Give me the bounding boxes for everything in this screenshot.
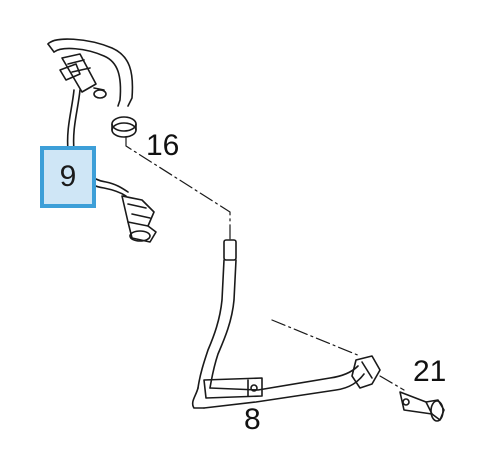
callout-9-label: 9 [59, 160, 77, 193]
lower-connector-9 [121, 195, 157, 243]
clamp-16 [111, 116, 137, 138]
callout-21-label: 21 [413, 355, 447, 388]
callout-8-label: 8 [244, 403, 261, 436]
upper-connector [59, 53, 107, 99]
callout-9-highlight[interactable]: 9 [40, 146, 96, 208]
bolt-21 [399, 391, 445, 422]
callout-16-label: 16 [146, 129, 180, 162]
upper-hose [47, 38, 134, 107]
pipe-8 [191, 239, 381, 409]
leader-16 [125, 137, 231, 241]
leader-21 [271, 319, 405, 391]
